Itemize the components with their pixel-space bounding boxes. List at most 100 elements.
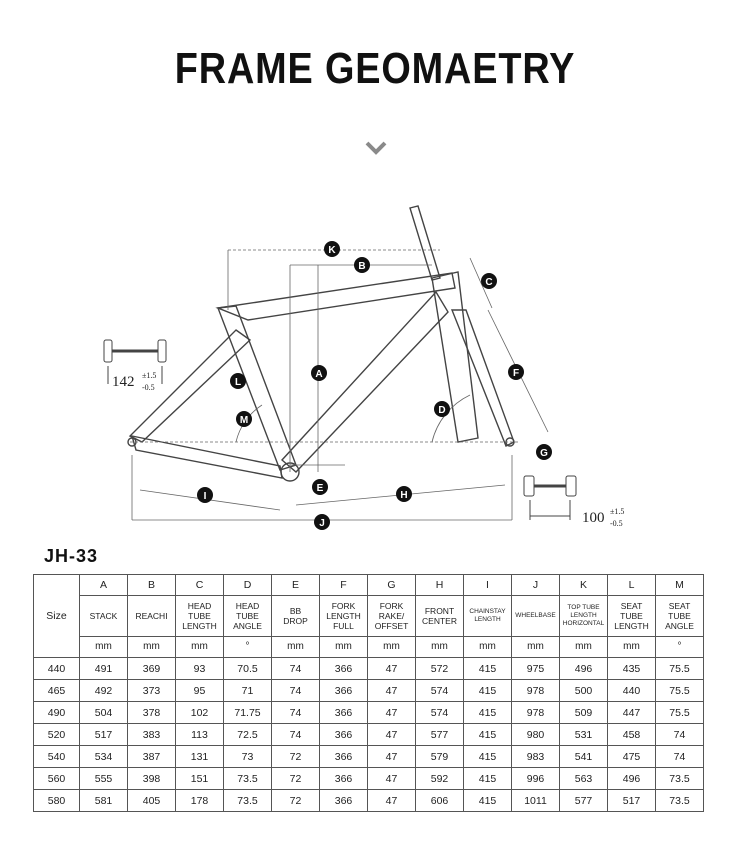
value-cell: 74	[655, 723, 704, 746]
value-cell: 574	[415, 679, 464, 702]
svg-text:F: F	[513, 368, 519, 379]
column-name-line: LENGTH	[570, 612, 597, 619]
value-cell: 47	[367, 723, 416, 746]
callout-g: G	[536, 444, 552, 460]
value-cell: 75.5	[655, 657, 704, 680]
value-cell: 555	[79, 767, 128, 790]
value-cell: 581	[79, 789, 128, 812]
rear-hub-diagram	[103, 339, 167, 384]
column-unit: mm	[319, 636, 368, 658]
frame-diagram: 142 ±1.5 -0.5 100 ±1.5 -0.5 K B C A F L …	[103, 205, 624, 530]
column-name-line: RAKE/	[378, 611, 405, 621]
column-name-line: LENGTH	[614, 621, 649, 631]
column-unit: mm	[463, 636, 512, 658]
column-name: REACHI	[127, 595, 176, 637]
column-name-line: STACK	[89, 611, 118, 621]
value-cell: 496	[607, 767, 656, 790]
column-name-line: CENTER	[422, 616, 457, 626]
value-cell: 73	[223, 745, 272, 768]
column-letter: J	[511, 574, 560, 596]
column-name-line: SEAT	[620, 601, 643, 611]
value-cell: 435	[607, 657, 656, 680]
callout-b: B	[354, 257, 370, 273]
column-name-line: FULL	[333, 621, 354, 631]
column-name: WHEELBASE	[511, 595, 560, 637]
value-cell: 491	[79, 657, 128, 680]
svg-text:B: B	[358, 261, 365, 272]
column-letter: H	[415, 574, 464, 596]
value-cell: 47	[367, 745, 416, 768]
size-cell: 440	[33, 657, 80, 680]
callout-c: C	[481, 273, 497, 289]
value-cell: 415	[463, 745, 512, 768]
callout-e: E	[312, 479, 328, 495]
column-name-line: CHAINSTAY	[469, 608, 506, 615]
column-letter: D	[223, 574, 272, 596]
column-name-line: HEAD	[235, 601, 260, 611]
value-cell: 74	[271, 723, 320, 746]
svg-text:C: C	[485, 277, 492, 288]
value-cell: 492	[79, 679, 128, 702]
value-cell: 373	[127, 679, 176, 702]
column-name-line: TUBE	[188, 611, 211, 621]
value-cell: 366	[319, 767, 368, 790]
svg-text:I: I	[204, 491, 207, 502]
value-cell: 398	[127, 767, 176, 790]
value-cell: 73.5	[223, 767, 272, 790]
value-cell: 531	[559, 723, 608, 746]
column-unit: mm	[511, 636, 560, 658]
column-letter: I	[463, 574, 512, 596]
value-cell: 74	[271, 701, 320, 724]
column-name-line: DROP	[283, 616, 308, 626]
column-name-line: TUBE	[668, 611, 691, 621]
column-letter: M	[655, 574, 704, 596]
svg-text:H: H	[400, 490, 407, 501]
value-cell: 980	[511, 723, 560, 746]
column-name-line: ANGLE	[233, 621, 262, 631]
column-letter: L	[607, 574, 656, 596]
value-cell: 47	[367, 701, 416, 724]
column-name-line: BB	[289, 606, 302, 616]
value-cell: 95	[175, 679, 224, 702]
value-cell: 1011	[511, 789, 560, 812]
value-cell: 579	[415, 745, 464, 768]
value-cell: 975	[511, 657, 560, 680]
value-cell: 366	[319, 789, 368, 812]
value-cell: 93	[175, 657, 224, 680]
callout-l: L	[230, 373, 246, 389]
column-name-line: REACHI	[135, 611, 168, 621]
column-unit: mm	[367, 636, 416, 658]
size-cell: 580	[33, 789, 80, 812]
value-cell: 75.5	[655, 701, 704, 724]
value-cell: 72	[271, 745, 320, 768]
value-cell: 500	[559, 679, 608, 702]
value-cell: 113	[175, 723, 224, 746]
column-name-line: TOP TUBE	[567, 604, 600, 611]
svg-text:A: A	[315, 369, 322, 380]
rear-spacing-value: 142	[112, 374, 135, 390]
size-cell: 490	[33, 701, 80, 724]
value-cell: 47	[367, 679, 416, 702]
value-cell: 517	[607, 789, 656, 812]
svg-text:D: D	[438, 405, 445, 416]
value-cell: 366	[319, 723, 368, 746]
column-name-line: FORK	[331, 601, 356, 611]
front-spacing-tol-minus: -0.5	[610, 519, 623, 528]
svg-text:G: G	[540, 448, 548, 459]
chevron-down-icon	[365, 141, 387, 155]
value-cell: 366	[319, 657, 368, 680]
value-cell: 447	[607, 701, 656, 724]
front-spacing-tol-plus: ±1.5	[610, 507, 624, 516]
column-name-line: LENGTH	[182, 621, 217, 631]
value-cell: 517	[79, 723, 128, 746]
value-cell: 415	[463, 789, 512, 812]
value-cell: 378	[127, 701, 176, 724]
